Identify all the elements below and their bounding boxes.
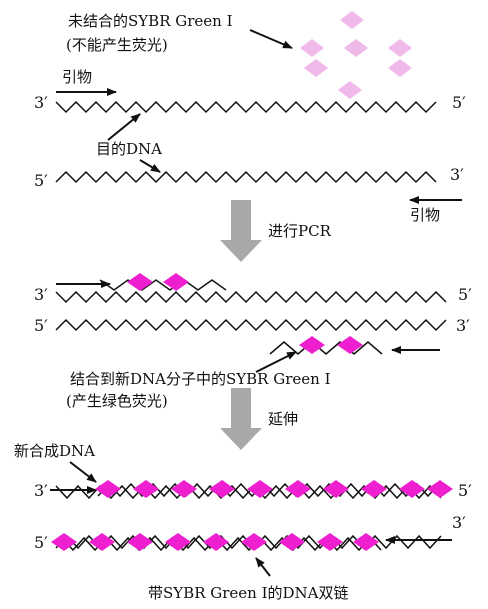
strand3-5prime: 5′ bbox=[458, 285, 472, 304]
primer-label-top: 引物 bbox=[62, 68, 92, 86]
bound-dyes-top bbox=[127, 273, 189, 291]
unbound-dye bbox=[344, 39, 368, 57]
template-strand-top bbox=[55, 100, 437, 114]
bound-dye bbox=[163, 273, 189, 291]
unbound-dye-note: (不能产生荧光) bbox=[66, 36, 168, 54]
template-strand-bottom bbox=[55, 170, 437, 184]
bound-dye-note: (产生绿色荧光) bbox=[66, 392, 168, 410]
bound-dye bbox=[353, 533, 379, 551]
strand3-3prime: 3′ bbox=[34, 285, 48, 304]
target-dna-pointer-down bbox=[139, 159, 161, 173]
process-arrow-pcr bbox=[220, 200, 262, 262]
new-dna-label: 新合成DNA bbox=[14, 442, 95, 460]
step-pcr-label: 进行PCR bbox=[268, 222, 332, 240]
unbound-dye-cluster bbox=[300, 11, 412, 99]
new-fragment-bottom bbox=[269, 341, 383, 355]
bound-dye bbox=[89, 533, 115, 551]
unbound-dye bbox=[338, 81, 362, 99]
new-fragment-top bbox=[99, 279, 227, 291]
unbound-dye bbox=[304, 59, 328, 77]
bound-dye bbox=[427, 480, 453, 498]
bound-dye bbox=[323, 480, 349, 498]
dsdna-dye-pointer bbox=[255, 557, 271, 577]
unbound-dye bbox=[300, 39, 324, 57]
bound-dye bbox=[361, 480, 387, 498]
strand4-3prime: 3′ bbox=[456, 316, 470, 335]
bound-dye bbox=[399, 480, 425, 498]
bound-dyes-bottom bbox=[299, 336, 363, 354]
bound-dye bbox=[317, 533, 343, 551]
bound-dye bbox=[209, 480, 235, 498]
unbound-dye bbox=[388, 59, 412, 77]
unbound-dye bbox=[340, 11, 364, 29]
bound-dye bbox=[247, 480, 273, 498]
bound-dyes-extended-bottom bbox=[51, 533, 379, 551]
bound-dye-label: 结合到新DNA分子中的SYBR Green Ⅰ bbox=[70, 370, 331, 388]
dsdna-dye-label: 带SYBR Green Ⅰ的DNA双链 bbox=[148, 584, 349, 602]
unbound-dye bbox=[388, 39, 412, 57]
strand5-3prime: 3′ bbox=[34, 481, 48, 500]
new-dna-pointer bbox=[69, 461, 97, 483]
strand4-5prime: 5′ bbox=[34, 316, 48, 335]
unbound-dye-pointer bbox=[249, 29, 293, 49]
bound-dye bbox=[127, 533, 153, 551]
strand2-3prime: 3′ bbox=[450, 165, 464, 184]
bound-dye bbox=[127, 273, 153, 291]
strand6-3prime: 3′ bbox=[452, 513, 466, 532]
target-dna-pointer-up bbox=[107, 113, 141, 141]
strand6-5prime: 5′ bbox=[34, 533, 48, 552]
bound-dye bbox=[95, 480, 121, 498]
strand1-3prime: 3′ bbox=[34, 93, 48, 112]
bound-dye bbox=[203, 533, 229, 551]
process-arrow-extend bbox=[220, 388, 262, 450]
bound-dye bbox=[51, 533, 77, 551]
bound-dye bbox=[337, 336, 363, 354]
bound-dye bbox=[165, 533, 191, 551]
bound-dyes-extended-top bbox=[95, 480, 453, 498]
strand2-5prime: 5′ bbox=[34, 171, 48, 190]
annealed-strand-top bbox=[55, 290, 447, 304]
bound-dye-pointer bbox=[255, 351, 297, 373]
bound-dye bbox=[299, 336, 325, 354]
strand1-5prime: 5′ bbox=[452, 93, 466, 112]
bound-dye bbox=[133, 480, 159, 498]
bound-dye bbox=[171, 480, 197, 498]
unbound-dye-label: 未结合的SYBR Green Ⅰ bbox=[68, 12, 233, 30]
bound-dye bbox=[241, 533, 267, 551]
strand5-5prime: 5′ bbox=[458, 481, 472, 500]
step-extend-label: 延伸 bbox=[268, 410, 298, 428]
bound-dye bbox=[285, 480, 311, 498]
annealed-strand-bottom bbox=[55, 318, 447, 332]
primer-label-bottom: 引物 bbox=[410, 206, 440, 224]
target-dna-label: 目的DNA bbox=[96, 140, 162, 158]
bound-dye bbox=[279, 533, 305, 551]
